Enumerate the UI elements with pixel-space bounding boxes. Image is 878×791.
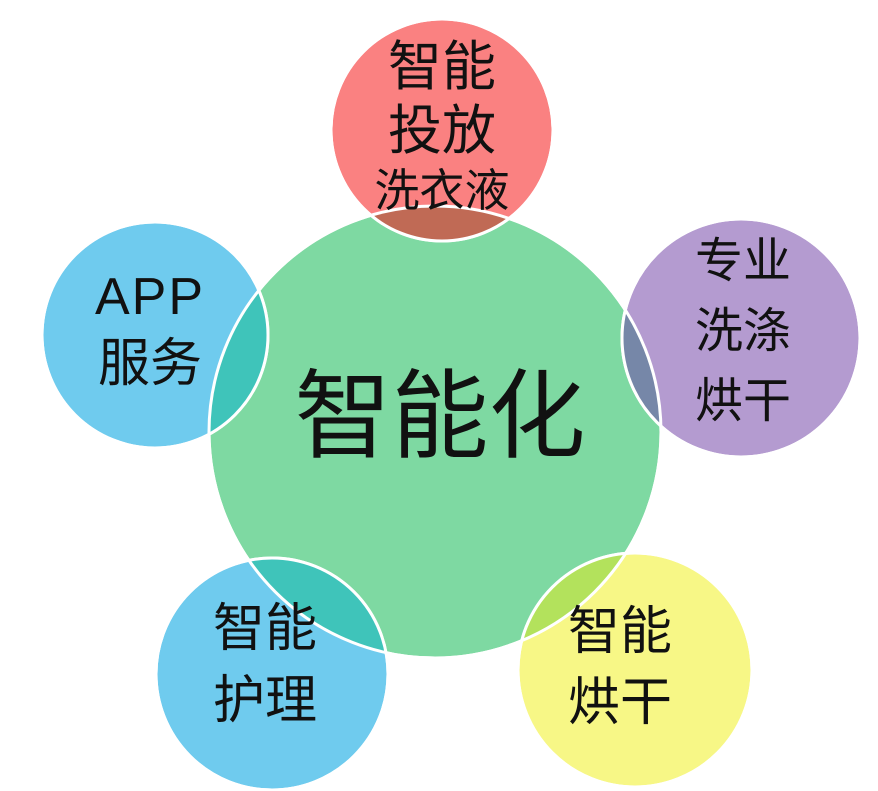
- label-line: 专业: [694, 235, 792, 288]
- label-line: 智能: [567, 604, 673, 661]
- label-line: 洗涤: [694, 305, 792, 358]
- node-smart-care-outline: [154, 556, 390, 791]
- label-line: 智能: [212, 601, 318, 658]
- node-smart-dispense-label: 智能 投放 洗衣液: [374, 35, 509, 219]
- node-professional-wash-label: 专业 洗涤 烘干: [695, 227, 791, 437]
- label-line: 烘干: [567, 675, 673, 732]
- label-line: 洗衣液: [374, 166, 510, 216]
- center-circle-label: 智能化: [295, 367, 586, 469]
- center-circle-outline: [207, 204, 663, 660]
- label-line: 智能: [387, 37, 496, 97]
- label-line: 烘干: [694, 375, 792, 428]
- node-professional-wash-outline: [620, 217, 862, 459]
- node-smart-care-label: 智能 护理: [213, 594, 317, 738]
- node-smart-dry-outline: [516, 551, 754, 789]
- node-app-service-outline: [40, 220, 270, 450]
- node-smart-dry-label: 智能 烘干: [568, 597, 672, 739]
- node-app-service-label: APP 服务: [95, 263, 205, 399]
- node-smart-dispense-outline: [329, 17, 555, 243]
- label-line: 投放: [387, 101, 496, 161]
- label-line: 护理: [212, 673, 318, 730]
- center-label-text: 智能化: [294, 364, 586, 472]
- label-line: 服务: [97, 336, 202, 393]
- label-line: APP: [94, 268, 206, 326]
